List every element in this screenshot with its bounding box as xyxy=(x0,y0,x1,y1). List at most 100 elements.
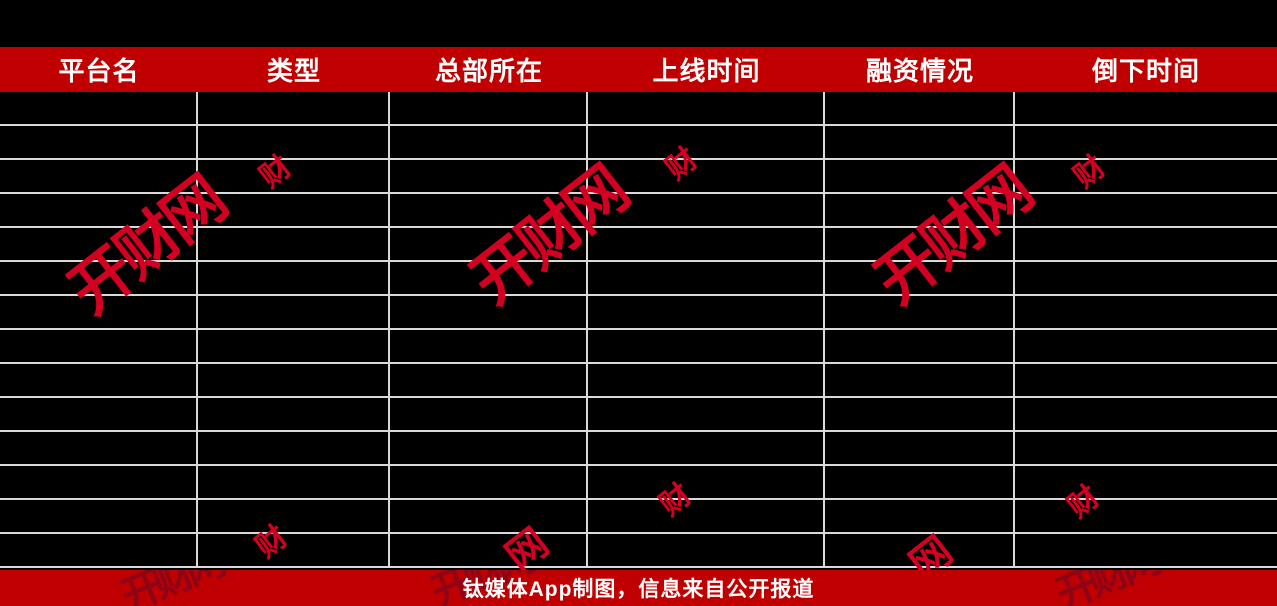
table-cell xyxy=(198,534,390,566)
table-cell xyxy=(390,126,588,158)
table-cell xyxy=(390,262,588,294)
table-cell xyxy=(390,296,588,328)
table-cell xyxy=(198,160,390,192)
table-cell xyxy=(588,364,825,396)
table-body xyxy=(0,92,1277,570)
table-cell xyxy=(0,534,198,566)
table-row xyxy=(0,160,1277,194)
table-header-cell-shutdown-time: 倒下时间 xyxy=(1091,56,1200,86)
table-row xyxy=(0,296,1277,330)
table-cell xyxy=(825,432,1015,464)
table-header-cell-launch-time: 上线时间 xyxy=(652,56,761,86)
table-cell xyxy=(588,534,825,566)
table-header-cell-type: 类型 xyxy=(266,56,321,86)
table-cell xyxy=(825,194,1015,226)
table-cell xyxy=(0,466,198,498)
table-cell xyxy=(198,500,390,532)
table-cell xyxy=(390,160,588,192)
table-cell xyxy=(825,534,1015,566)
table-cell xyxy=(198,364,390,396)
table-cell xyxy=(588,398,825,430)
table-row xyxy=(0,228,1277,262)
table-cell xyxy=(825,500,1015,532)
table-cell xyxy=(390,466,588,498)
table-cell xyxy=(1015,92,1277,124)
table-row xyxy=(0,262,1277,296)
table-footer-caption-bar: 开财网开财网开财网 钛媒体App制图，信息来自公开报道 xyxy=(0,570,1277,606)
table-row xyxy=(0,398,1277,432)
table-cell xyxy=(0,398,198,430)
table-cell xyxy=(390,398,588,430)
table-cell xyxy=(390,534,588,566)
table-cell xyxy=(390,330,588,362)
table-cell xyxy=(1015,194,1277,226)
table-cell xyxy=(0,126,198,158)
table-cell xyxy=(825,296,1015,328)
table-cell xyxy=(390,432,588,464)
table-cell xyxy=(588,330,825,362)
table-header-cell-platform-name: 平台名 xyxy=(58,56,140,86)
table-cell xyxy=(588,500,825,532)
table-cell xyxy=(198,330,390,362)
table-row xyxy=(0,126,1277,160)
table-cell xyxy=(825,92,1015,124)
table-cell xyxy=(198,262,390,294)
table-row xyxy=(0,364,1277,398)
table-header-cell-funding-status: 融资情况 xyxy=(865,56,974,86)
table-row xyxy=(0,330,1277,364)
table-cell xyxy=(588,296,825,328)
table-cell xyxy=(198,398,390,430)
table-cell xyxy=(825,364,1015,396)
table-cell xyxy=(198,296,390,328)
table-cell xyxy=(198,466,390,498)
table-cell xyxy=(0,194,198,226)
table-cell xyxy=(1015,432,1277,464)
table-cell xyxy=(390,500,588,532)
table-row xyxy=(0,194,1277,228)
table-cell xyxy=(1015,160,1277,192)
table-cell xyxy=(0,330,198,362)
table-cell xyxy=(825,466,1015,498)
table-cell xyxy=(1015,466,1277,498)
table-cell xyxy=(0,500,198,532)
table-cell xyxy=(1015,398,1277,430)
footer-watermark-text: 开财网 xyxy=(1050,570,1162,606)
table-cell xyxy=(0,432,198,464)
table-cell xyxy=(1015,296,1277,328)
table-cell xyxy=(0,92,198,124)
table-cell xyxy=(588,466,825,498)
table-cell xyxy=(825,262,1015,294)
table-cell xyxy=(1015,534,1277,566)
table-cell xyxy=(825,160,1015,192)
table-cell xyxy=(588,432,825,464)
table-cell xyxy=(588,126,825,158)
table-cell xyxy=(198,126,390,158)
table-cell xyxy=(0,262,198,294)
table-row xyxy=(0,466,1277,500)
table-cell xyxy=(588,160,825,192)
table-cell xyxy=(588,92,825,124)
table-row xyxy=(0,92,1277,126)
table-cell xyxy=(1015,228,1277,260)
table-cell xyxy=(1015,126,1277,158)
table-cell xyxy=(588,194,825,226)
footer-caption-text: 钛媒体App制图，信息来自公开报道 xyxy=(462,578,815,601)
table-cell xyxy=(1015,364,1277,396)
table-header-cell-headquarters: 总部所在 xyxy=(434,56,543,86)
footer-watermark-text: 开财网 xyxy=(115,570,227,606)
table-cell xyxy=(0,364,198,396)
table-row xyxy=(0,432,1277,466)
table-cell xyxy=(825,398,1015,430)
table-row xyxy=(0,534,1277,568)
table-cell xyxy=(390,228,588,260)
table-cell xyxy=(825,126,1015,158)
table-cell xyxy=(825,228,1015,260)
table-row xyxy=(0,500,1277,534)
table-cell xyxy=(0,296,198,328)
table-cell xyxy=(198,92,390,124)
table-cell xyxy=(1015,330,1277,362)
table-cell xyxy=(1015,500,1277,532)
table-cell xyxy=(390,194,588,226)
table-cell xyxy=(390,92,588,124)
